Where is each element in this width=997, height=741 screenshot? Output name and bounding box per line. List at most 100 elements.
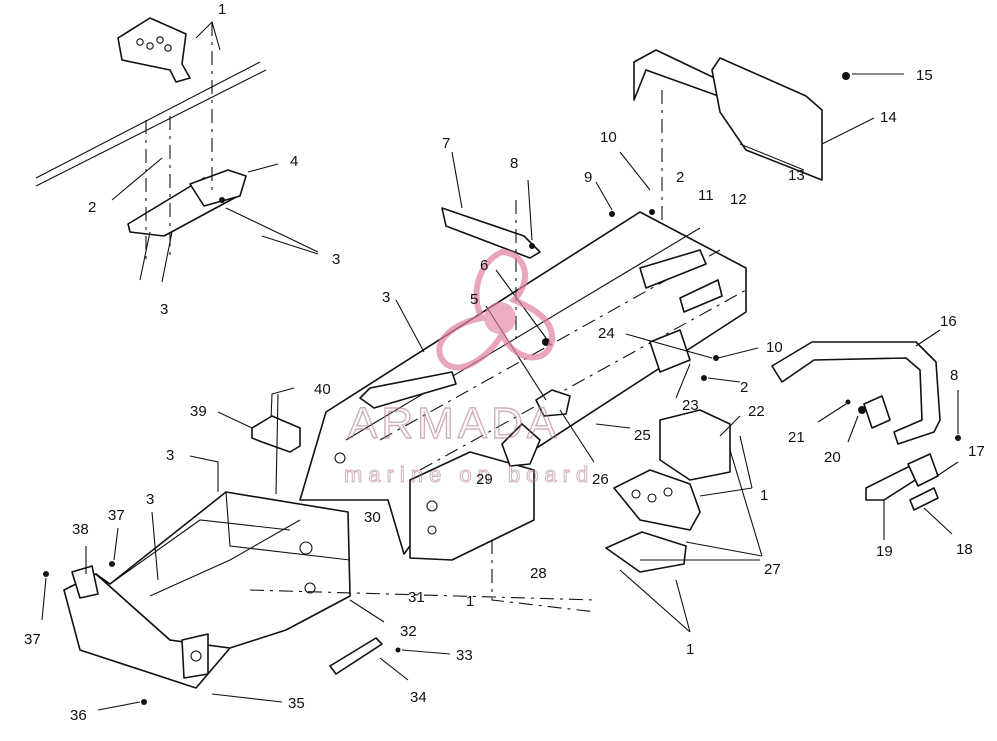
callout-33: 33 (456, 647, 473, 664)
callout-14: 14 (880, 109, 897, 126)
hole (190, 650, 202, 662)
leader-line (619, 569, 691, 633)
callout-8: 8 (950, 367, 958, 384)
leader-line (139, 231, 173, 283)
crossbar-line (35, 69, 267, 187)
leader-line (111, 157, 163, 201)
callout-17: 17 (968, 443, 985, 460)
callout-22: 22 (748, 403, 765, 420)
callout-40: 40 (314, 381, 331, 398)
tunnel-edge (345, 227, 701, 441)
leader-line (379, 657, 409, 681)
part-10-bolt-lower (713, 355, 719, 361)
fastener (219, 197, 225, 203)
part-26-bushing (501, 423, 541, 467)
callout-37: 37 (24, 631, 41, 648)
callout-2: 2 (88, 199, 96, 216)
part-14-panel (711, 57, 823, 181)
part-8-nut-right (955, 435, 961, 441)
part-23-plate (649, 329, 691, 373)
leader-line (247, 163, 279, 173)
part-8-nut (529, 243, 535, 249)
leader-line (451, 151, 463, 209)
callout-32: 32 (400, 623, 417, 640)
part-27-plate (605, 531, 687, 573)
part-18-pin (909, 487, 939, 511)
callout-13: 13 (788, 167, 805, 184)
part-7-bar (441, 207, 541, 259)
callout-18: 18 (956, 541, 973, 558)
part-10-bolt (649, 209, 655, 215)
callout-3: 3 (382, 289, 390, 306)
upper-left-assembly (35, 17, 319, 283)
part-20-plate (863, 395, 891, 429)
hole (663, 487, 673, 497)
front-bracket-assembly (559, 409, 763, 633)
part-34-bar (329, 637, 383, 675)
part-20-nut (858, 406, 866, 414)
hole (136, 38, 144, 46)
callout-1: 1 (218, 1, 226, 18)
hole (299, 541, 313, 555)
part-32-housing (95, 491, 351, 649)
callout-23: 23 (682, 397, 699, 414)
callout-9: 9 (584, 169, 592, 186)
callout-34: 34 (410, 689, 427, 706)
callout-38: 38 (72, 521, 89, 538)
callout-30: 30 (364, 509, 381, 526)
callout-10: 10 (600, 129, 617, 146)
leader-line (719, 415, 741, 437)
callout-1: 1 (686, 641, 694, 658)
callout-10: 10 (766, 339, 783, 356)
leader-line (817, 403, 847, 423)
part-2-bolt-lower (701, 375, 707, 381)
leader-line (275, 393, 279, 495)
callout-24: 24 (598, 325, 615, 342)
callout-25: 25 (634, 427, 651, 444)
leader-line (675, 363, 691, 399)
hole (427, 525, 437, 535)
part-38-clip (71, 565, 99, 599)
leader-line (821, 117, 875, 145)
callout-11: 11 (698, 187, 714, 204)
leader-line (923, 507, 953, 535)
leader-line (707, 347, 759, 383)
leader-line (595, 423, 631, 429)
callout-12: 12 (730, 191, 747, 208)
upper-right-assembly (633, 49, 904, 300)
watermark-propeller-icon (436, 248, 556, 371)
callout-1: 1 (760, 487, 768, 504)
callout-2: 2 (676, 169, 684, 186)
part-4-clip (189, 169, 247, 207)
callout-7: 7 (442, 135, 450, 152)
leader-line (595, 181, 613, 211)
part-16-bumper (771, 341, 941, 445)
callout-1: 1 (466, 593, 474, 610)
leader-line (625, 333, 713, 359)
callout-26: 26 (592, 471, 609, 488)
hole (156, 36, 164, 44)
callout-21: 21 (788, 429, 805, 446)
main-tunnel-assembly (269, 151, 759, 613)
hole (334, 452, 346, 464)
leader-line (640, 449, 763, 561)
housing-edge (149, 519, 301, 597)
front-housing-assembly (41, 455, 597, 711)
hole (164, 44, 172, 52)
callout-35: 35 (288, 695, 305, 712)
callout-8: 8 (510, 155, 518, 172)
callout-5: 5 (470, 291, 478, 308)
hole (647, 493, 657, 503)
part-25-spacer (535, 389, 571, 417)
housing-edge (225, 491, 351, 561)
callout-39: 39 (190, 403, 207, 420)
part-1-plate (613, 469, 701, 531)
callout-28: 28 (530, 565, 547, 582)
callout-19: 19 (876, 543, 893, 560)
part-9-bolt (609, 211, 615, 217)
leader-line (401, 649, 451, 655)
bumper-assembly (771, 329, 961, 540)
tunnel-edge (325, 211, 641, 413)
watermark-hub (484, 302, 516, 334)
part-22-bracket (659, 409, 731, 481)
